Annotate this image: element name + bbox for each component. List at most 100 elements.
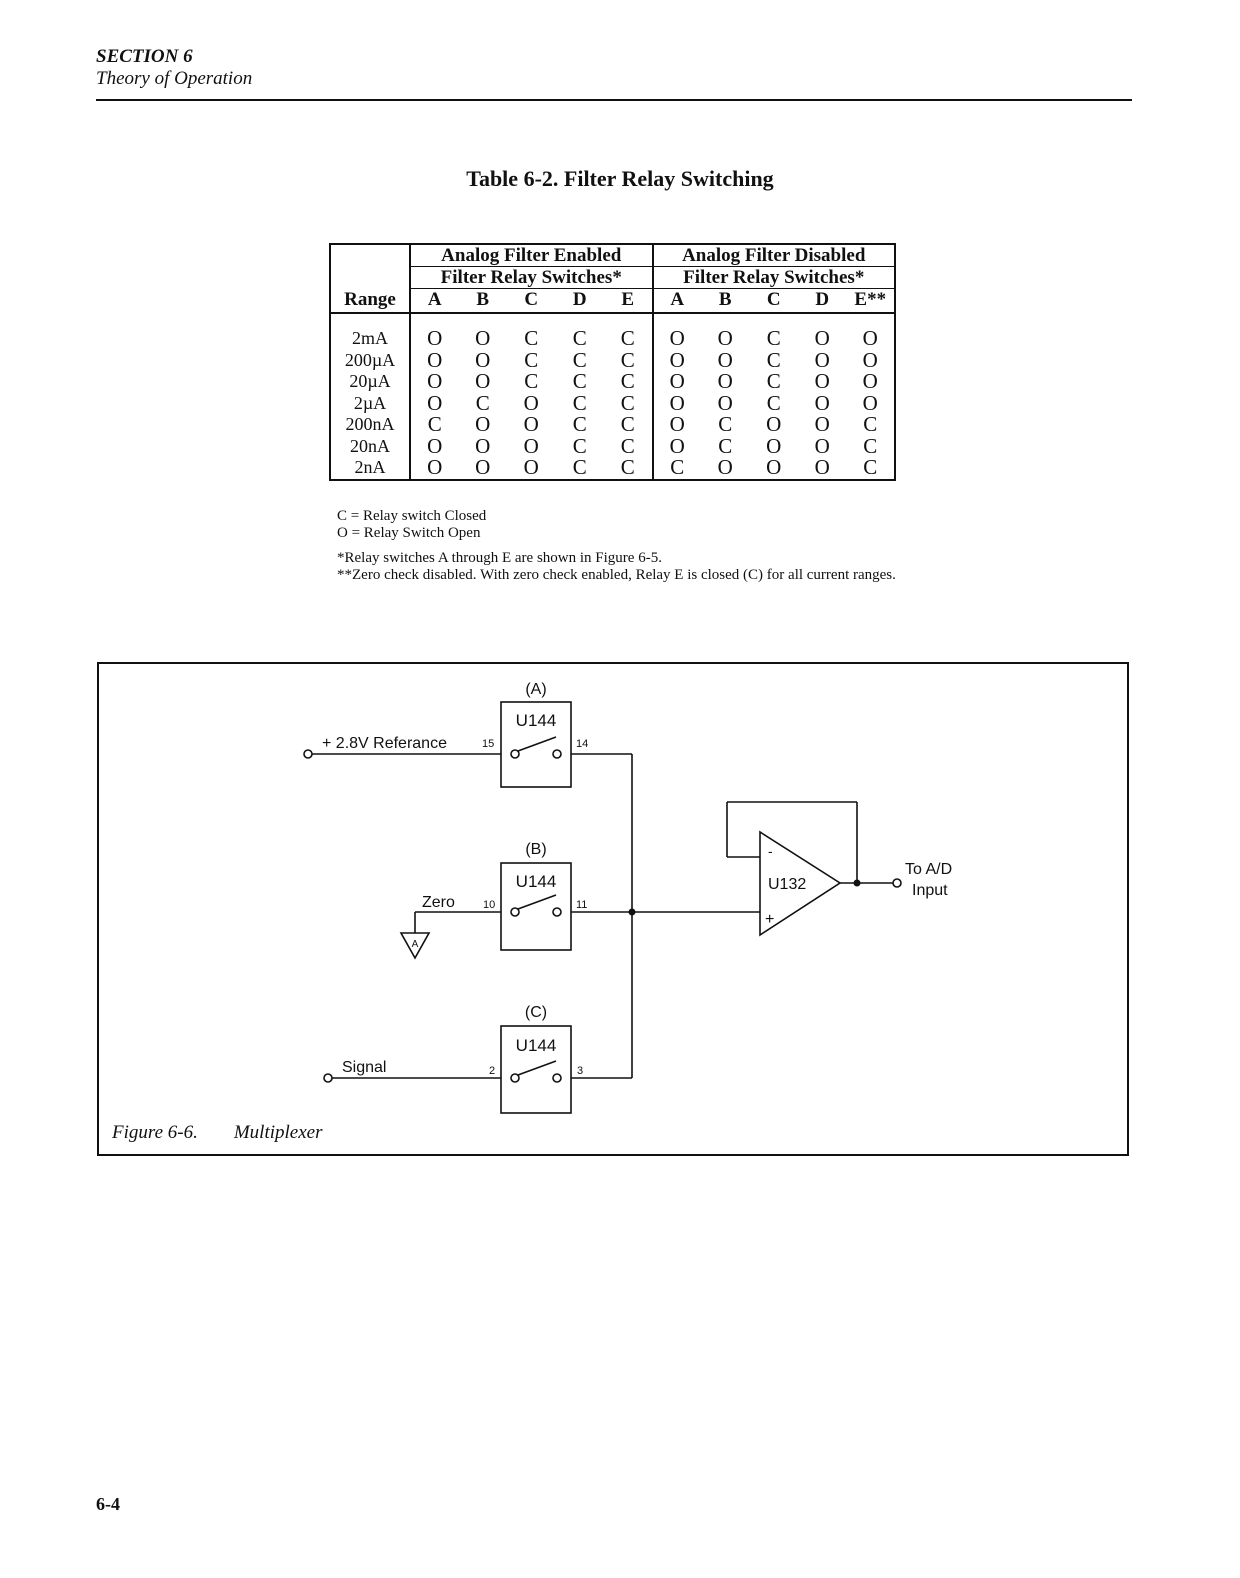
switch-state-cell: O [427, 326, 443, 350]
range-cell: 200nA [330, 414, 411, 436]
switch-state-cell: O [475, 369, 491, 393]
switch-state-cell: O [669, 369, 685, 393]
switch-state-cell: O [814, 433, 830, 458]
switch-column-header: C [749, 288, 798, 314]
switch-state-cell: C [524, 326, 539, 350]
switch-state-cell: O [475, 433, 491, 458]
switch-state-cell: C [604, 413, 654, 436]
switch-state-cell: C [863, 433, 878, 458]
switch-state-cell: O [814, 390, 830, 415]
section-title: Theory of Operation [96, 68, 253, 89]
switch-state-cell: C [524, 347, 539, 372]
switch-state-cell: O [669, 390, 685, 415]
range-header-spacer [330, 266, 411, 289]
switch-state-cell: C [863, 455, 878, 479]
switch-b-label: (B) [525, 841, 546, 858]
section-label: SECTION 6 [96, 46, 193, 67]
output-label-line1: To A/D [905, 861, 952, 878]
switch-state-cell: C [572, 369, 587, 393]
switch-state-cell: C [766, 390, 781, 415]
switch-state-cell: C [524, 369, 539, 393]
footnote-zero-check: **Zero check disabled. With zero check e… [337, 567, 896, 583]
range-header-spacer [330, 244, 411, 267]
range-cell: 20µA [330, 371, 411, 393]
switch-column-header: A [652, 288, 701, 314]
switch-a-chip: U144 [516, 711, 557, 730]
switch-state-cell: C [572, 326, 587, 350]
switch-state-cell: C [572, 433, 587, 458]
switch-c-label: (C) [525, 1004, 547, 1021]
signal-terminal [323, 1073, 333, 1083]
switch-state-cell: C [475, 390, 490, 415]
switch-column-header: E** [846, 288, 895, 314]
footnote-switches: *Relay switches A through E are shown in… [337, 550, 662, 566]
range-cell: 2nA [330, 457, 411, 480]
switch-state-cell: C [718, 412, 733, 436]
group-disabled-subheading: Filter Relay Switches* [652, 266, 895, 289]
group-enabled-heading: Analog Filter Enabled [410, 244, 654, 267]
figure-name: Multiplexer [233, 1122, 323, 1143]
header-rule [96, 99, 1132, 101]
range-column-header: Range [330, 288, 411, 314]
legend-closed: C = Relay switch Closed [337, 508, 487, 524]
switch-state-cell: C [604, 313, 654, 350]
switch-state-cell: O [669, 412, 685, 436]
switch-state-cell: O [427, 369, 443, 393]
switch-state-cell: C [766, 347, 781, 372]
switch-state-cell: O [523, 390, 539, 415]
switch-state-cell: O [814, 455, 830, 479]
switch-c-box [500, 1025, 572, 1114]
switch-state-cell: O [427, 455, 443, 479]
switch-state-cell: O [427, 347, 443, 372]
switch-state-cell: C [572, 455, 587, 479]
switch-c-chip: U144 [516, 1036, 557, 1055]
switch-state-cell: C [766, 369, 781, 393]
switch-state-cell: C [604, 456, 654, 480]
legend-open: O = Relay Switch Open [337, 525, 481, 541]
group-disabled-heading: Analog Filter Disabled [682, 245, 866, 266]
switch-state-cell: O [475, 326, 491, 350]
switch-state-cell: O [717, 347, 733, 372]
output-label-line2: Input [912, 882, 948, 899]
figure-frame [97, 662, 1129, 1156]
op-amp-u132 [759, 830, 842, 937]
switch-state-cell: O [523, 455, 539, 479]
switch-state-cell: C [718, 433, 733, 458]
switch-state-cell: C [670, 455, 685, 479]
switch-state-cell: O [766, 455, 782, 479]
switch-state-cell: O [669, 326, 685, 350]
reference-terminal [303, 749, 313, 759]
range-cell: 20nA [330, 435, 411, 457]
switch-state-cell: O [766, 412, 782, 436]
switch-state-cell: C [572, 412, 587, 436]
range-cell: 2µA [330, 392, 411, 414]
switch-state-cell: O [523, 412, 539, 436]
switch-state-cell: C [572, 347, 587, 372]
range-cell: 2mA [330, 313, 411, 350]
switch-state-cell: O [814, 326, 830, 350]
switch-state-cell: C [427, 412, 442, 436]
pin-10: 10 [483, 899, 495, 911]
page-number: 6-4 [96, 1494, 120, 1514]
reference-label: + 2.8V Referance [322, 735, 447, 752]
range-cell: 200µA [330, 349, 411, 371]
op-amp-minus: - [768, 843, 773, 859]
pin-3: 3 [577, 1065, 583, 1077]
table-title: Table 6-2. Filter Relay Switching [466, 166, 774, 191]
figure-number: Figure 6-6. [112, 1122, 198, 1143]
output-terminal [892, 878, 902, 888]
switch-state-cell: C [572, 390, 587, 415]
pin-14: 14 [576, 738, 588, 750]
switch-state-cell: O [862, 369, 878, 393]
switch-b-chip: U144 [516, 872, 557, 891]
switch-state-cell: C [604, 370, 654, 393]
figure-caption: Figure 6-6. Multiplexer [112, 1122, 322, 1144]
switch-column-header: B [701, 288, 750, 314]
feedback-junction [853, 879, 861, 887]
